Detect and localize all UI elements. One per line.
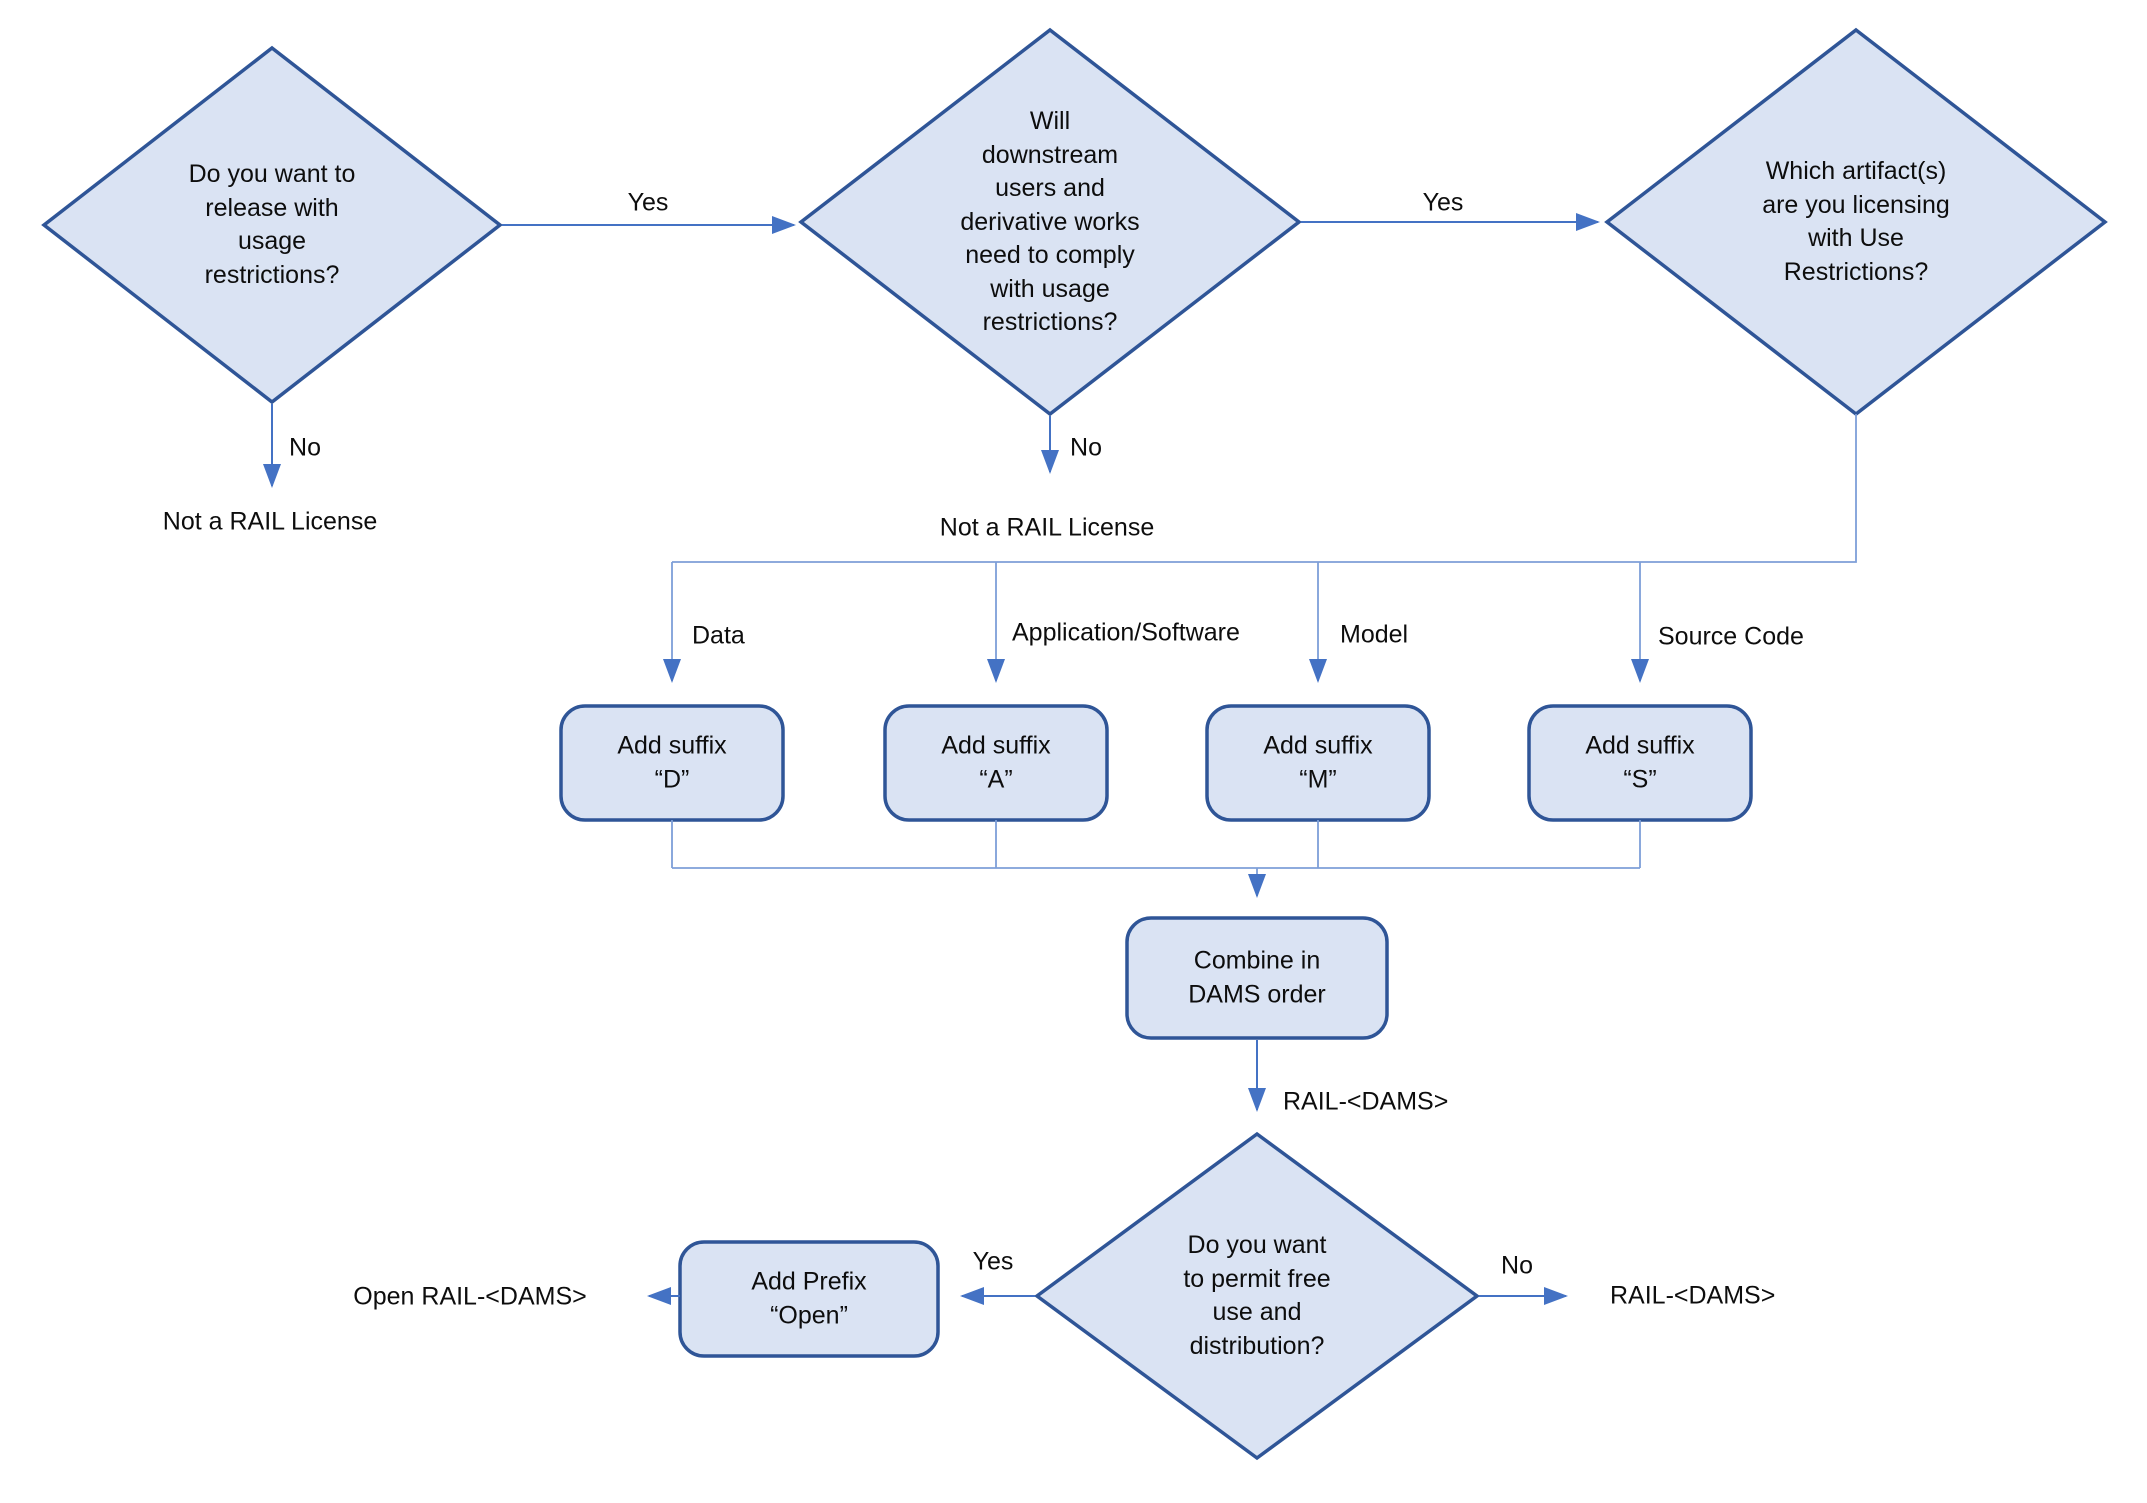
- branch-label-application: Application/Software: [1012, 618, 1240, 647]
- suffix-d-label: Add suffix “D”: [617, 731, 727, 794]
- decision-artifact-label: Which artifact(s) are you licensing with…: [1762, 157, 1950, 286]
- add-prefix-open-label: Add Prefix “Open”: [751, 1267, 867, 1330]
- edge-label-yes-free: Yes: [972, 1247, 1014, 1276]
- suffix-a-label: Add suffix “A”: [941, 731, 1051, 794]
- decision-downstream-label: Will downstream users and derivative wor…: [960, 106, 1140, 336]
- decision-free-use-label: Do you want to permit free use and distr…: [1183, 1231, 1331, 1360]
- branch-label-model: Model: [1340, 620, 1409, 649]
- decision-release-diamond: [41, 45, 503, 405]
- decision-release-label: Do you want to release with usage restri…: [188, 160, 356, 289]
- edge-label-no-free: No: [1501, 1251, 1533, 1280]
- add-prefix-open-box: [678, 1240, 940, 1358]
- edge-label-yes-downstream: Yes: [1422, 188, 1464, 217]
- artifact-splitter-line: [672, 414, 1857, 563]
- combine-dams-label: Combine in DAMS order: [1188, 946, 1326, 1009]
- edge-label-no-downstream: No: [1070, 433, 1102, 462]
- edge-label-yes-release: Yes: [627, 188, 669, 217]
- terminal-rail-dams: RAIL-<DAMS>: [1610, 1281, 1776, 1310]
- terminal-open-rail-dams: Open RAIL-<DAMS>: [353, 1282, 587, 1311]
- terminal-not-rail-license-2: Not a RAIL License: [939, 513, 1155, 542]
- branch-label-source-code: Source Code: [1658, 622, 1804, 651]
- edge-label-no-release: No: [289, 433, 321, 462]
- terminal-not-rail-license-1: Not a RAIL License: [162, 507, 378, 536]
- edge-label-rail-dams: RAIL-<DAMS>: [1283, 1087, 1449, 1116]
- combine-dams-box: [1125, 916, 1389, 1040]
- decision-free-use-diamond: [1034, 1131, 1480, 1461]
- suffix-s-label: Add suffix “S”: [1585, 731, 1695, 794]
- decision-downstream-diamond: [798, 27, 1302, 417]
- branch-label-data: Data: [692, 621, 745, 650]
- suffix-m-label: Add suffix “M”: [1263, 731, 1373, 794]
